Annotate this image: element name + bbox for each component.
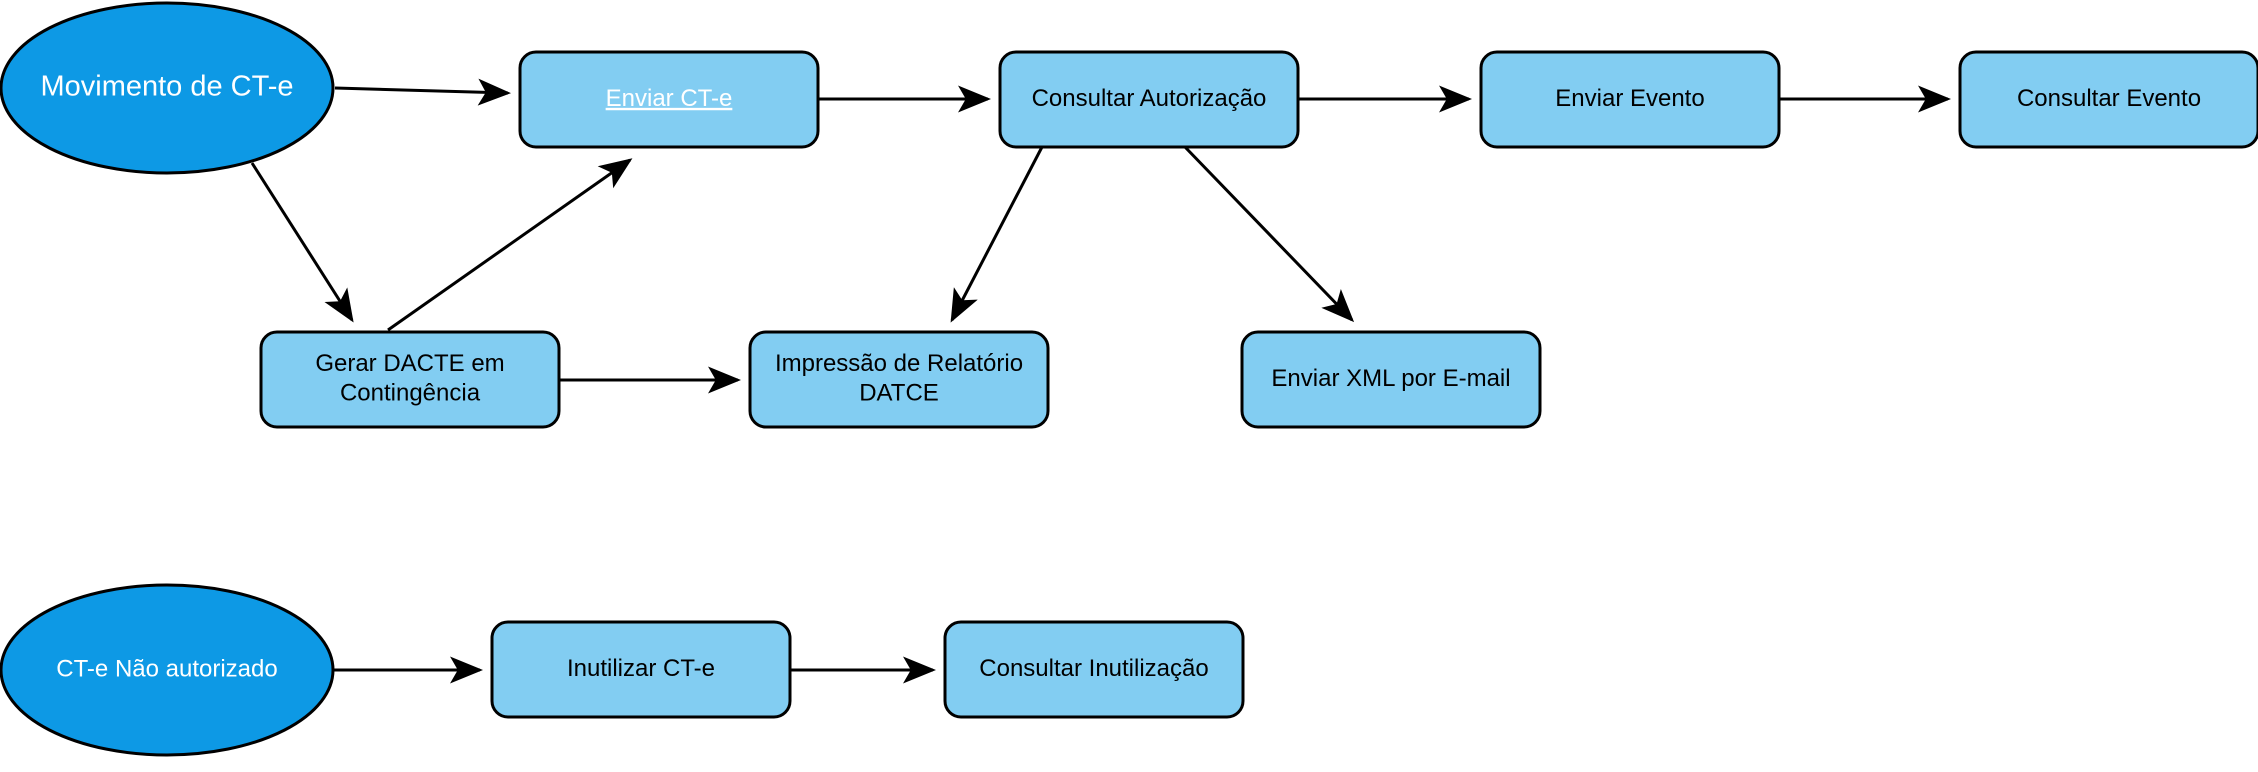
process-shape[interactable]	[1240, 330, 1542, 429]
edge-consultar-autorizacao-to-impressao-relatorio-datce	[950, 146, 1044, 323]
edge-movimento-cte-to-gerar-dacte-contingencia	[250, 162, 354, 323]
process-shape[interactable]	[490, 620, 792, 719]
process-shape[interactable]	[943, 620, 1245, 719]
node-consultar-inutilizacao[interactable]: Consultar Inutilização	[943, 620, 1245, 719]
edge-arrow	[334, 78, 511, 106]
node-consultar-evento[interactable]: Consultar Evento	[1958, 50, 2258, 149]
edge-arrow	[387, 158, 633, 332]
node-enviar-cte[interactable]: Enviar CT-e	[518, 50, 820, 149]
node-cte-nao-autorizado[interactable]: CT-e Não autorizado	[0, 583, 335, 757]
node-consultar-autorizacao[interactable]: Consultar Autorização	[998, 50, 1300, 149]
node-enviar-evento[interactable]: Enviar Evento	[1479, 50, 1781, 149]
process-shape[interactable]	[1958, 50, 2258, 149]
edge-arrow	[250, 162, 354, 323]
nodes-layer: Movimento de CT-e Enviar CT-e Consultar Au…	[0, 1, 2258, 757]
process-shape[interactable]	[518, 50, 820, 149]
process-shape[interactable]	[1479, 50, 1781, 149]
process-shape[interactable]	[259, 330, 561, 429]
edge-arrow	[950, 146, 1044, 323]
edge-movimento-cte-to-enviar-cte	[334, 78, 511, 106]
node-movimento-cte[interactable]: Movimento de CT-e	[0, 1, 335, 175]
node-enviar-xml-email[interactable]: Enviar XML por E-mail	[1240, 330, 1542, 429]
edge-consultar-autorizacao-to-enviar-xml-email	[1183, 145, 1355, 323]
edge-gerar-dacte-contingencia-to-enviar-cte	[387, 158, 633, 332]
edge-arrow	[1183, 145, 1355, 323]
process-shape[interactable]	[748, 330, 1050, 429]
terminator-shape[interactable]	[0, 583, 335, 757]
node-inutilizar-cte[interactable]: Inutilizar CT-e	[490, 620, 792, 719]
terminator-shape[interactable]	[0, 1, 335, 175]
edges-layer	[250, 78, 1951, 684]
process-shape[interactable]	[998, 50, 1300, 149]
